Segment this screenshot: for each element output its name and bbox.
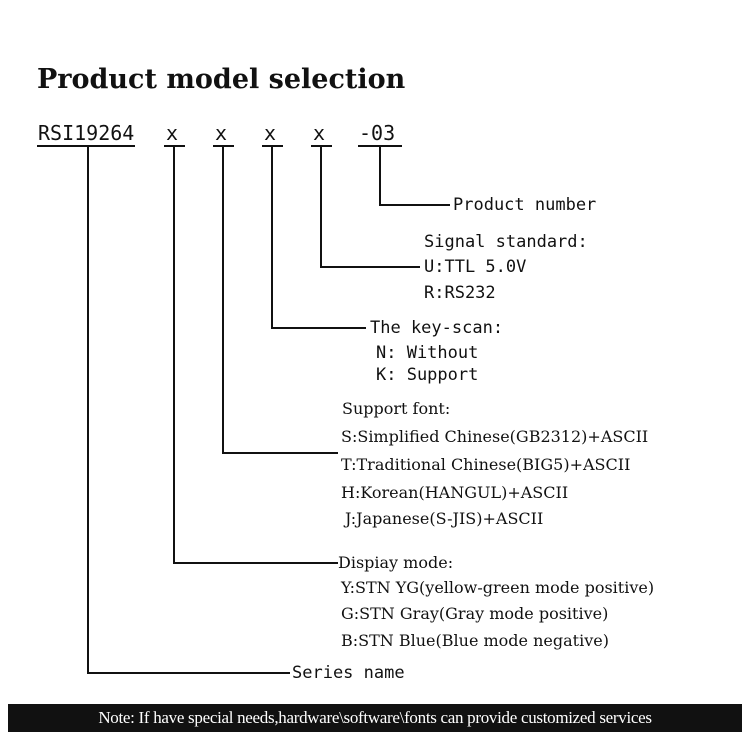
support-font-connector xyxy=(222,146,338,454)
model-slot-display-mode: x xyxy=(166,121,179,145)
model-slot-signal-standard: x xyxy=(313,121,326,145)
display-mode-option-yg: Y:STN YG(yellow-green mode positive) xyxy=(341,578,655,597)
key-scan-option-support: K: Support xyxy=(376,365,479,385)
key-scan-option-without: N: Without xyxy=(376,343,479,363)
support-font-option-simplified: S:Simplified Chinese(GB2312)+ASCII xyxy=(341,427,649,446)
model-series-code: RSI19264 xyxy=(38,121,135,145)
display-mode-option-blue: B:STN Blue(Blue mode negative) xyxy=(341,631,609,650)
page-title: Product model selection xyxy=(37,64,406,95)
model-product-number-code: -03 xyxy=(359,121,396,145)
note-text: Note: If have special needs,hardware\sof… xyxy=(98,708,652,727)
series-name-label: Series name xyxy=(292,663,405,683)
product-number-label: Product number xyxy=(453,195,597,215)
note-bar: Note: If have special needs,hardware\sof… xyxy=(8,704,742,732)
signal-standard-option-ttl: U:TTL 5.0V xyxy=(424,257,527,277)
key-scan-heading: The key-scan: xyxy=(370,318,504,338)
display-mode-option-gray: G:STN Gray(Gray mode positive) xyxy=(341,604,609,623)
signal-standard-connector xyxy=(320,146,420,268)
signal-standard-heading: Signal standard: xyxy=(424,232,588,252)
series-name-connector xyxy=(87,146,290,674)
model-slot-key-scan: x xyxy=(264,121,277,145)
signal-standard-option-rs232: R:RS232 xyxy=(424,283,496,303)
display-mode-heading: Dispiay mode: xyxy=(338,553,454,572)
key-scan-connector xyxy=(271,146,366,329)
product-number-connector xyxy=(379,146,450,206)
support-font-option-traditional: T:Traditional Chinese(BIG5)+ASCII xyxy=(341,455,631,474)
support-font-option-korean: H:Korean(HANGUL)+ASCII xyxy=(341,483,569,502)
model-slot-support-font: x xyxy=(215,121,228,145)
support-font-heading: Support font: xyxy=(342,399,451,418)
display-mode-connector xyxy=(173,146,338,564)
support-font-option-japanese: J:Japanese(S-JIS)+ASCII xyxy=(345,509,544,528)
